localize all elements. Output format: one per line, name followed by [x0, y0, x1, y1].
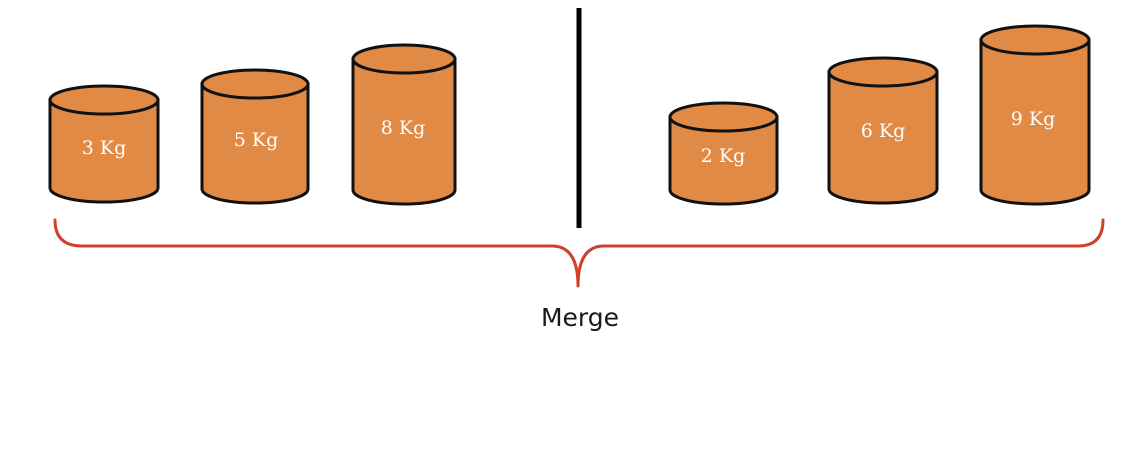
- weight-label: 8 Kg: [381, 117, 426, 139]
- weight-cylinder: 3 Kg: [48, 84, 160, 204]
- weight-cylinder-top: [48, 84, 160, 116]
- weight-cylinder-top: [979, 24, 1091, 56]
- weight-cylinder-top: [827, 56, 939, 88]
- weight-cylinder: 6 Kg: [827, 56, 939, 205]
- weight-cylinder-body: [979, 38, 1091, 206]
- weight-cylinder: 8 Kg: [351, 43, 457, 206]
- weight-cylinder: 9 Kg: [979, 24, 1091, 206]
- weight-cylinder-top: [668, 101, 779, 133]
- weight-cylinder-body: [668, 115, 779, 206]
- weight-cylinder-body: [48, 98, 160, 204]
- weight-label: 2 Kg: [701, 145, 746, 167]
- left-weight-group: 3 Kg 5 Kg 8 Kg: [48, 43, 457, 206]
- weight-cylinder-top: [351, 43, 457, 75]
- weight-cylinder-body: [827, 70, 939, 205]
- weight-cylinder-body: [200, 82, 310, 205]
- weight-label: 9 Kg: [1011, 108, 1056, 130]
- weight-label: 3 Kg: [82, 137, 127, 159]
- weight-cylinder-top: [200, 68, 310, 100]
- weight-cylinder: 2 Kg: [668, 101, 779, 206]
- weight-label: 5 Kg: [234, 129, 279, 151]
- weight-cylinder-body: [351, 57, 457, 206]
- merge-brace: [53, 218, 1105, 288]
- weight-cylinder: 5 Kg: [200, 68, 310, 205]
- weight-label: 6 Kg: [861, 120, 906, 142]
- right-weight-group: 2 Kg 6 Kg 9 Kg: [668, 24, 1091, 206]
- merge-label: Merge: [541, 303, 619, 332]
